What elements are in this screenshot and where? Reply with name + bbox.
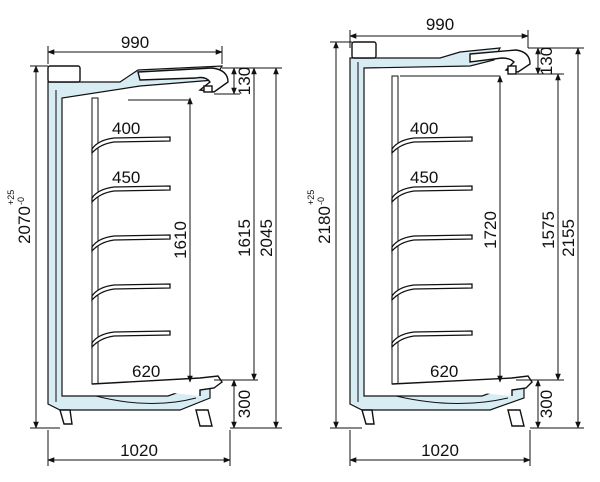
left-top-width-label: 990 bbox=[121, 33, 149, 52]
left-tolerance-minus: -0 bbox=[16, 197, 26, 205]
right-cabinet bbox=[349, 41, 533, 427]
left-total-height-label: 2070 bbox=[15, 206, 34, 244]
right-shelf-height-label: 1720 bbox=[481, 211, 500, 249]
left-base-curve bbox=[95, 395, 197, 405]
left-upper-gap-label: 130 bbox=[235, 67, 254, 95]
left-canopy-clip bbox=[203, 85, 213, 93]
right-shelf-depth-1: 400 bbox=[410, 119, 438, 138]
right-shelf bbox=[391, 330, 473, 349]
right-shelf bbox=[391, 185, 473, 204]
left-light-housing bbox=[47, 65, 81, 83]
left-foot-front bbox=[195, 409, 213, 427]
left-shelf bbox=[91, 234, 171, 253]
right-base-curve bbox=[395, 395, 509, 405]
left-dimensions: 990 1020 2070 +25 -0 130 1615 2045 1610 … bbox=[6, 33, 282, 466]
right-tolerance-plus: +25 bbox=[306, 190, 316, 205]
left-shelves bbox=[91, 136, 171, 349]
left-base-depth-label: 620 bbox=[132, 362, 160, 381]
right-base-depth-label: 620 bbox=[430, 362, 458, 381]
right-top-width-label: 990 bbox=[426, 15, 454, 34]
right-upper-gap-label: 130 bbox=[537, 47, 556, 75]
right-height-b-label: 2155 bbox=[559, 219, 578, 257]
left-height-b-label: 2045 bbox=[257, 219, 276, 257]
right-dimensions: 990 1020 2180 +25 -0 130 1575 2155 1720 … bbox=[306, 15, 584, 466]
right-tolerance-minus: -0 bbox=[316, 197, 326, 205]
left-shelf bbox=[91, 330, 171, 349]
right-total-height-label: 2180 bbox=[315, 206, 334, 244]
right-shelf bbox=[391, 234, 473, 253]
left-shelf-depth-2: 450 bbox=[112, 168, 140, 187]
left-cabinet-insulation bbox=[47, 65, 224, 411]
right-light-housing bbox=[351, 41, 377, 59]
left-shelf bbox=[91, 283, 171, 302]
left-bottom-width-label: 1020 bbox=[120, 441, 158, 460]
right-base-height-label: 300 bbox=[537, 390, 556, 418]
left-foot-rear bbox=[59, 409, 73, 425]
right-bottom-width-label: 1020 bbox=[421, 441, 459, 460]
right-shelf bbox=[391, 283, 473, 302]
left-shelf bbox=[91, 185, 171, 204]
left-shelf-depth-1: 400 bbox=[112, 119, 140, 138]
left-height-a-label: 1615 bbox=[235, 219, 254, 257]
right-shelf-depth-2: 450 bbox=[410, 168, 438, 187]
right-shelves bbox=[391, 136, 473, 349]
right-canopy-clip bbox=[507, 65, 517, 75]
left-shelf-height-label: 1610 bbox=[171, 221, 190, 259]
right-foot-front bbox=[507, 409, 525, 427]
left-shelf bbox=[91, 136, 171, 155]
right-shelf bbox=[391, 136, 473, 155]
right-foot-rear bbox=[361, 409, 375, 425]
right-plinth bbox=[391, 375, 533, 396]
left-tolerance-plus: +25 bbox=[6, 190, 16, 205]
right-cabinet-insulation bbox=[349, 47, 525, 411]
right-height-a-label: 1575 bbox=[539, 211, 558, 249]
right-canopy bbox=[469, 49, 531, 73]
left-base-height-label: 300 bbox=[235, 390, 254, 418]
